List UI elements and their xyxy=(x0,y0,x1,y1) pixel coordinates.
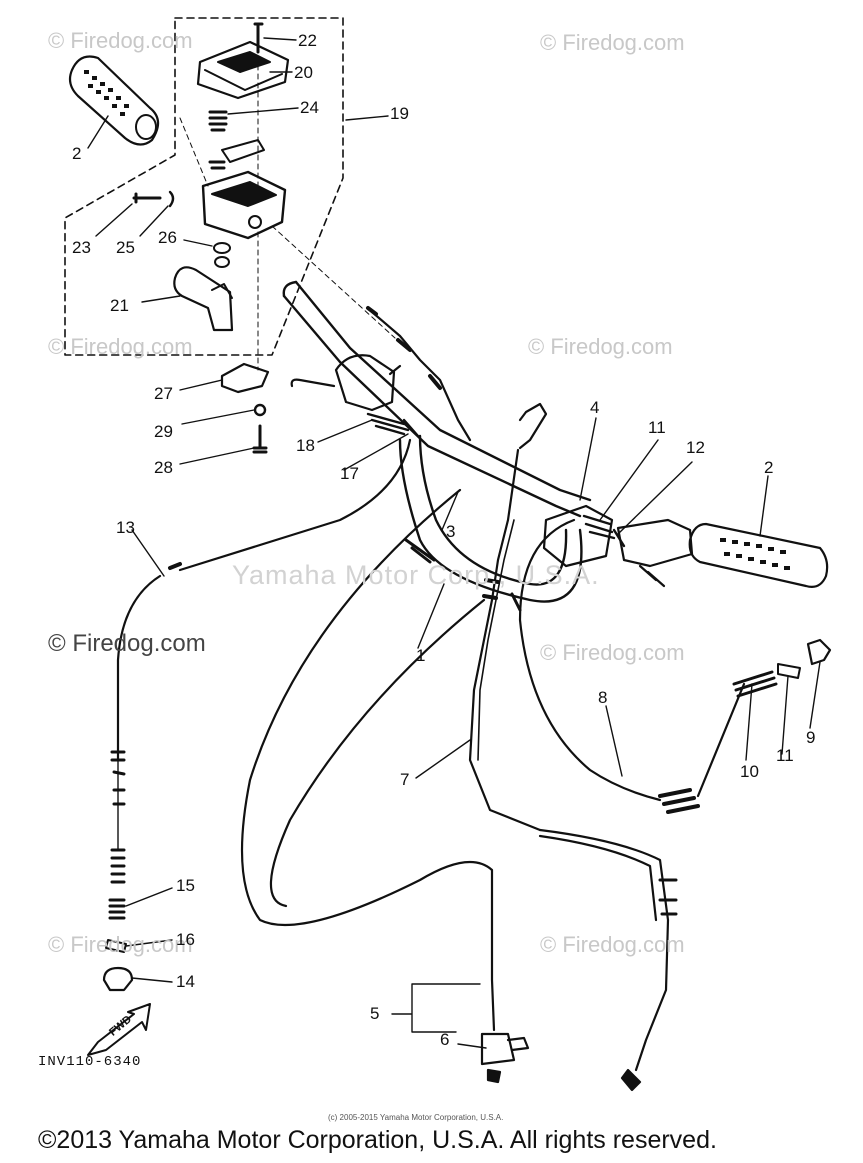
callout-23: 22 xyxy=(298,31,317,50)
cable-7 xyxy=(240,488,496,1032)
switch-assembly-outline xyxy=(64,17,344,356)
callout-26: 25 xyxy=(116,238,135,257)
callout-27: 26 xyxy=(158,228,177,247)
callout-11: 11 xyxy=(776,746,794,765)
left-grip xyxy=(68,55,160,146)
switch-housing xyxy=(201,170,287,240)
watermark: © Firedog.com xyxy=(540,932,685,957)
callout-6: 6 xyxy=(440,1030,450,1049)
callout-20: 19 xyxy=(390,104,409,123)
callout-19: 18 xyxy=(296,436,315,455)
fwd-arrow xyxy=(87,1003,151,1056)
callout-13: 12 xyxy=(686,438,705,457)
callout-10: 10 xyxy=(740,762,759,781)
callout-28: 27 xyxy=(154,384,173,403)
spring-16 xyxy=(108,898,126,920)
bracket-28 xyxy=(220,362,270,394)
watermark-center: Yamaha Motor Corp., U.S.A. xyxy=(232,560,600,590)
callout-7: 7 xyxy=(400,770,410,789)
callout-30: 29 xyxy=(154,422,173,441)
footer-copyright: ©2013 Yamaha Motor Corporation, U.S.A. A… xyxy=(38,1126,717,1154)
callout-2-left: 2 xyxy=(72,144,82,163)
callout-24: 23 xyxy=(72,238,91,257)
clip-26 xyxy=(168,190,175,208)
nut-27 xyxy=(213,242,231,268)
watermark: © Firedog.com xyxy=(48,932,193,957)
cable-adjuster-18-19 xyxy=(366,412,420,438)
throttle-cable xyxy=(370,310,472,442)
watermark: © Firedog.com xyxy=(48,334,193,359)
callout-5: 5 xyxy=(370,1004,380,1023)
bolt-29 xyxy=(252,424,268,454)
screw-24 xyxy=(132,192,162,204)
callout-29: 28 xyxy=(154,458,173,477)
washer-30 xyxy=(253,403,267,417)
callout-2-right: 2 xyxy=(764,458,774,477)
small-copyright: (c) 2005-2015 Yamaha Motor Corporation, … xyxy=(328,1113,504,1122)
callout-21: 20 xyxy=(294,63,313,82)
callout-18: 17 xyxy=(340,464,359,483)
cable-adjuster-12-13 xyxy=(582,514,626,548)
watermark: © Firedog.com xyxy=(528,334,673,359)
lever-22 xyxy=(173,266,234,332)
cable-1 xyxy=(468,402,548,832)
callout-25: 24 xyxy=(300,98,319,117)
callout-14: 13 xyxy=(116,518,135,537)
callout-4: 4 xyxy=(590,398,600,417)
leader-lines xyxy=(87,37,821,1049)
switch-internals xyxy=(208,110,265,170)
throttle-housing xyxy=(542,504,694,588)
fitting-15 xyxy=(102,966,134,992)
pin-17 xyxy=(105,939,127,953)
callout-17: 16 xyxy=(176,930,195,949)
alignment-lines xyxy=(179,37,396,371)
diagram-code: INV110-6340 xyxy=(38,1054,142,1070)
watermark: © Firedog.com xyxy=(48,28,193,53)
watermark-dark: © Firedog.com xyxy=(48,630,206,657)
cable-8 xyxy=(518,518,778,814)
callout-3: 3 xyxy=(446,522,456,541)
clutch-perch xyxy=(290,354,402,412)
callout-22: 21 xyxy=(110,296,129,315)
cable-14 xyxy=(110,438,412,884)
carb-fitting xyxy=(480,1032,530,1084)
callout-16: 15 xyxy=(176,876,195,895)
watermark: © Firedog.com xyxy=(540,30,685,55)
right-grip xyxy=(688,522,829,588)
lower-right-cable xyxy=(538,828,678,1092)
pin-11 xyxy=(777,663,801,679)
callout-12: 11 xyxy=(648,418,666,437)
callout-8: 8 xyxy=(598,688,608,707)
switch-cover xyxy=(196,22,290,100)
callout-1: 1 xyxy=(416,646,426,665)
callout-9: 9 xyxy=(806,728,816,747)
handlebar xyxy=(282,280,592,612)
wing-nut-9 xyxy=(806,638,832,666)
callout-15: 14 xyxy=(176,972,195,991)
watermark: © Firedog.com xyxy=(540,640,685,665)
